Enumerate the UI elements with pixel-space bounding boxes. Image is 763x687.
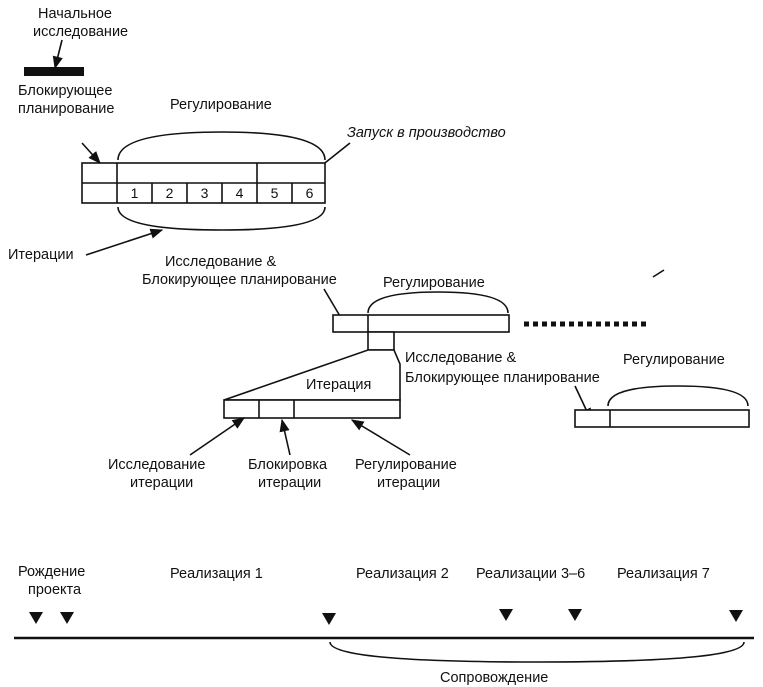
iteration-label: Итерация (306, 377, 371, 393)
iteration-number-5: 5 (271, 185, 279, 201)
research-blocking-1-label-line1: Исследование & (165, 254, 276, 270)
release-2-label: Реализация 2 (356, 566, 449, 582)
initial-research-bar (24, 67, 84, 76)
project-birth-label-line1: Рождение (18, 564, 85, 580)
milestone-marker (729, 610, 743, 622)
iter-steering-arrow (350, 419, 411, 456)
release-bar-2 (574, 409, 750, 428)
milestone-marker (322, 613, 336, 625)
iterations-brace (117, 206, 326, 231)
release-to-production-label: Запуск в производство (347, 125, 506, 141)
research-blocking-1-label-line2: Блокирующее планирование (142, 272, 337, 288)
milestone-marker (568, 609, 582, 621)
iter-steering-label-line2: итерации (377, 475, 440, 491)
project-birth-label-line2: проекта (28, 582, 82, 598)
steering-right-brace (607, 385, 749, 407)
iteration-number-6: 6 (306, 185, 314, 201)
initial-research-label-line2: исследование (33, 24, 128, 40)
release-3-6-label: Реализации 3–6 (476, 566, 585, 582)
research-blocking-2-label-line2: Блокирующее планирование (405, 370, 600, 386)
blocking-planning-label-line1: Блокирующее (18, 83, 112, 99)
iter-blocking-label-line2: итерации (258, 475, 321, 491)
iter-blocking-label-line1: Блокировка (248, 457, 328, 473)
iteration-number-4: 4 (236, 185, 244, 201)
iter-research-label-line1: Исследование (108, 457, 205, 473)
initial-research-arrow (52, 39, 63, 70)
release-1-label: Реализация 1 (170, 566, 263, 582)
iter-blocking-arrow (279, 418, 291, 456)
milestone-marker (60, 612, 74, 624)
steering-top-brace (117, 131, 326, 161)
initial-research-label-line1: Начальное (38, 6, 112, 22)
milestone-marker (29, 612, 43, 624)
iter-research-arrow (189, 417, 246, 456)
iteration-expansion (223, 331, 401, 419)
iterations-arrow (85, 228, 164, 256)
iteration-number-3: 3 (201, 185, 209, 201)
release-bar-1 (332, 314, 510, 333)
iterations-label: Итерации (8, 247, 74, 263)
blocking-planning-label-line2: планирование (18, 101, 114, 117)
iter-research-label-line2: итерации (130, 475, 193, 491)
iteration-number-2: 2 (166, 185, 174, 201)
research-blocking-2-label-line1: Исследование & (405, 350, 516, 366)
maintenance-brace (329, 641, 745, 663)
project-plan-table (81, 162, 326, 204)
release-7-label: Реализация 7 (617, 566, 710, 582)
iter-steering-label-line1: Регулирование (355, 457, 457, 473)
steering-mid-brace (367, 291, 509, 314)
steering-top-label: Регулирование (170, 97, 272, 113)
stray-tick (652, 269, 665, 278)
maintenance-label: Сопровождение (440, 670, 548, 686)
steering-right-label: Регулирование (623, 352, 725, 368)
iteration-number-1: 1 (131, 185, 139, 201)
timeline-markers (29, 609, 743, 625)
steering-mid-label: Регулирование (383, 275, 485, 291)
milestone-marker (499, 609, 513, 621)
blocking-planning-arrow (81, 142, 101, 164)
